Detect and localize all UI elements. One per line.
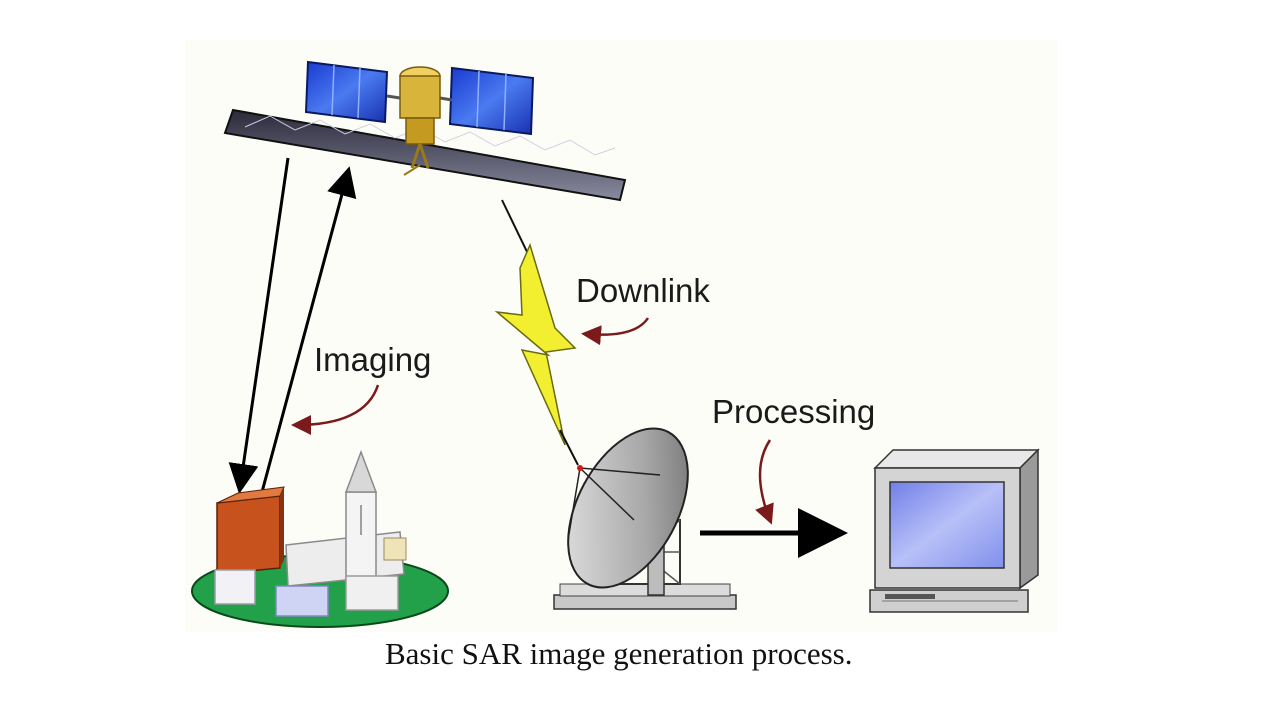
downlink-label: Downlink [576, 272, 710, 309]
computer-icon [869, 448, 1040, 613]
ground-station-dish-icon [553, 427, 737, 610]
ground-scene-icon [191, 449, 449, 628]
imaging-label: Imaging [314, 341, 432, 378]
callout-arrows [291, 317, 774, 525]
diagram-caption: Basic SAR image generation process. [385, 636, 853, 671]
satellite-icon [223, 60, 627, 202]
downlink-lightning-icon [494, 199, 579, 466]
processing-label: Processing [712, 393, 876, 430]
imaging-arrows [228, 157, 357, 494]
